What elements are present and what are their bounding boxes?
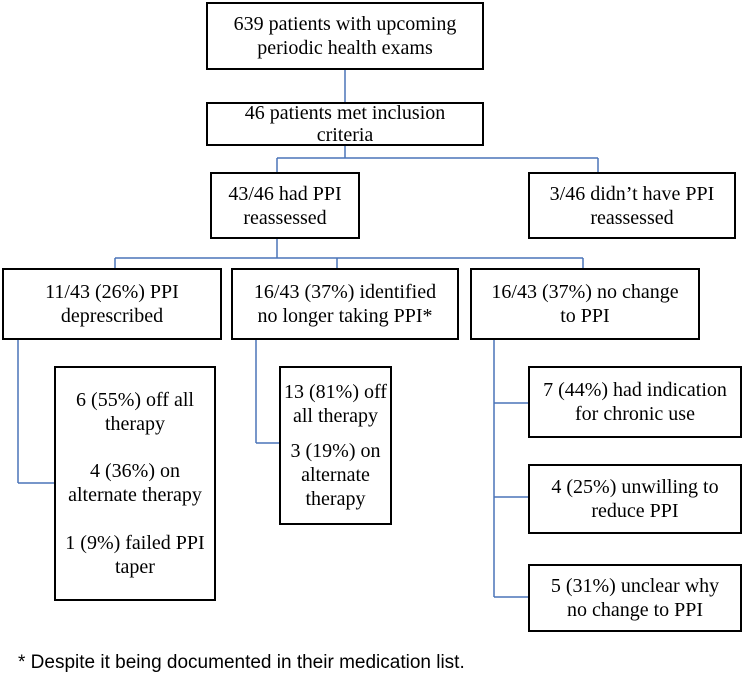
inclusion-criteria-box: 46 patients met inclusion criteria bbox=[206, 102, 484, 146]
chronic-use-box: 7 (44%) had indication for chronic use bbox=[528, 366, 742, 438]
box-line: 16/43 (37%) no change bbox=[491, 281, 679, 303]
box-line: 16/43 (37%) identified bbox=[253, 281, 437, 303]
box-line: to PPI bbox=[560, 305, 610, 327]
outcome-item: 1 (9%) failed PPI taper bbox=[65, 531, 204, 579]
box-line: 4 (36%) on bbox=[90, 460, 180, 483]
not-reassessed-box: 3/46 didn’t have PPI reassessed bbox=[528, 172, 736, 239]
outcome-item: 4 (36%) on alternate therapy bbox=[68, 459, 202, 507]
box-line: all therapy bbox=[293, 404, 378, 427]
box-line: 46 patients met inclusion bbox=[244, 102, 446, 124]
box-line: periodic health exams bbox=[257, 37, 433, 59]
box-line: deprescribed bbox=[60, 305, 164, 327]
box-line: alternate therapy bbox=[68, 484, 202, 507]
unclear-box: 5 (31%) unclear why no change to PPI bbox=[528, 564, 742, 632]
box-line: therapy bbox=[305, 488, 366, 511]
box-line: therapy bbox=[105, 412, 165, 435]
not-taking-box: 16/43 (37%) identified no longer taking … bbox=[231, 268, 459, 340]
box-line: 7 (44%) had indication bbox=[543, 379, 727, 401]
unwilling-box: 4 (25%) unwilling to reduce PPI bbox=[528, 464, 742, 534]
box-line: for chronic use bbox=[575, 403, 695, 425]
box-line: reassessed bbox=[590, 206, 674, 229]
box-line: taper bbox=[115, 556, 155, 579]
footnote: * Despite it being documented in their m… bbox=[18, 652, 465, 673]
box-line: 3 (19%) on bbox=[290, 440, 381, 463]
box-line: reduce PPI bbox=[591, 500, 679, 522]
box-line: criteria bbox=[316, 124, 374, 146]
reassessed-box: 43/46 had PPI reassessed bbox=[210, 172, 360, 239]
box-line: 13 (81%) off bbox=[284, 380, 387, 403]
box-line: 11/43 (26%) PPI bbox=[45, 281, 179, 303]
outcome-item: 6 (55%) off all therapy bbox=[76, 388, 194, 436]
box-line: no change to PPI bbox=[566, 599, 704, 621]
outcome-item: 13 (81%) off all therapy bbox=[284, 380, 387, 428]
not-taking-outcomes-box: 13 (81%) off all therapy 3 (19%) on alte… bbox=[279, 366, 392, 525]
box-line: 639 patients with upcoming bbox=[233, 13, 457, 35]
outcome-item: 3 (19%) on alternate therapy bbox=[291, 439, 381, 511]
screened-patients-box: 639 patients with upcoming periodic heal… bbox=[206, 2, 484, 70]
box-line: 4 (25%) unwilling to bbox=[551, 476, 719, 498]
box-line: 3/46 didn’t have PPI bbox=[549, 182, 715, 205]
box-line: 1 (9%) failed PPI bbox=[65, 532, 205, 555]
box-line: 5 (31%) unclear why bbox=[550, 575, 720, 597]
box-line: reassessed bbox=[243, 206, 327, 229]
deprescribed-box: 11/43 (26%) PPI deprescribed bbox=[2, 268, 222, 340]
box-line: no longer taking PPI* bbox=[257, 305, 433, 327]
box-line: alternate bbox=[301, 464, 370, 487]
box-line: 6 (55%) off all bbox=[76, 388, 194, 411]
no-change-box: 16/43 (37%) no change to PPI bbox=[470, 268, 700, 340]
deprescribed-outcomes-box: 6 (55%) off all therapy 4 (36%) on alter… bbox=[54, 366, 216, 601]
box-line: 43/46 had PPI bbox=[228, 182, 342, 205]
